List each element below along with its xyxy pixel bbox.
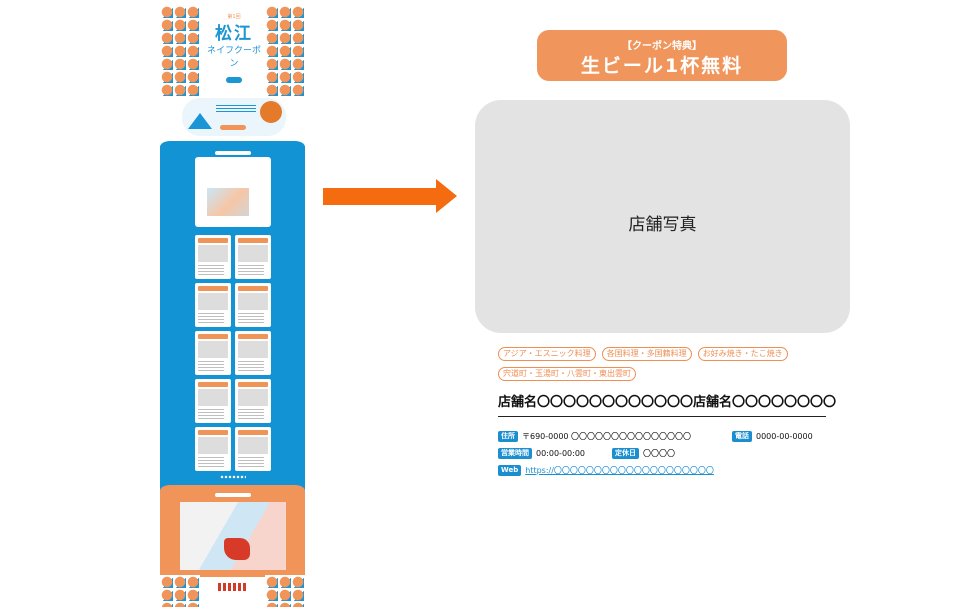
shop-card-header: [238, 382, 268, 387]
shop-card-header: [198, 430, 228, 435]
holiday-label: 定休日: [612, 447, 639, 459]
logo-title: 松江: [215, 24, 253, 44]
logo-prefix: 第1回: [227, 14, 241, 20]
shop-card-text: [198, 265, 224, 275]
shop-photo-placeholder: 店舗写真: [475, 100, 850, 333]
web-label: Web: [498, 464, 522, 476]
area-map-image: [207, 188, 249, 216]
shop-card[interactable]: [235, 427, 271, 471]
shop-card[interactable]: [195, 379, 231, 423]
shop-map[interactable]: [180, 502, 286, 570]
address-label: 住所: [498, 430, 518, 442]
shop-card-photo: [238, 341, 268, 358]
tag-genre[interactable]: お好み焼き・たこ焼き: [697, 347, 788, 361]
arrow-right-icon: [323, 188, 439, 205]
coupon-title: 生ビール1杯無料: [580, 55, 744, 77]
phone-value: 0000-00-0000: [756, 431, 813, 441]
shop-card-photo: [238, 437, 268, 454]
genre-tags: アジア・エスニック料理 各国料理・多国籍料理 お好み焼き・たこ焼き: [498, 347, 858, 361]
shop-card[interactable]: [235, 331, 271, 375]
footer-logo: [218, 583, 248, 591]
tag-area[interactable]: 宍道町・玉湯町・八雲町・東出雲町: [498, 367, 636, 381]
shop-card-header: [238, 430, 268, 435]
hours-label: 営業時間: [498, 447, 532, 459]
shop-card-header: [238, 238, 268, 243]
tag-genre[interactable]: アジア・エスニック料理: [498, 347, 596, 361]
shop-card-photo: [198, 437, 228, 454]
tag-genre[interactable]: 各国料理・多国籍料理: [601, 347, 692, 361]
shop-card-header: [238, 334, 268, 339]
shop-card-header: [198, 238, 228, 243]
shop-card-photo: [198, 341, 228, 358]
pattern-bottom-left: [160, 575, 200, 607]
shop-card[interactable]: [195, 331, 231, 375]
shop-card-header: [198, 334, 228, 339]
coupon-subtitle: 【クーポン特典】: [622, 41, 702, 52]
shop-card-text: [198, 457, 224, 467]
info-row-hours: 営業時間 00:00-00:00 定休日 〇〇〇〇: [498, 447, 679, 459]
shop-card[interactable]: [235, 235, 271, 279]
shop-list-title: [215, 151, 251, 155]
intro-button[interactable]: [220, 125, 246, 130]
intro-text-lines: [216, 105, 256, 113]
address-value: 〒690-0000 〇〇〇〇〇〇〇〇〇〇〇〇〇〇〇: [522, 431, 692, 441]
shop-card-text: [238, 313, 264, 323]
pagination-dots[interactable]: [220, 475, 246, 479]
divider: [498, 416, 826, 417]
shop-card-text: [198, 409, 224, 419]
shop-card-text: [198, 313, 224, 323]
shop-card-text: [238, 361, 264, 371]
web-link[interactable]: https://〇〇〇〇〇〇〇〇〇〇〇〇〇〇〇〇〇〇〇〇: [525, 465, 714, 475]
shop-card-text: [238, 265, 264, 275]
info-row-web: Web https://〇〇〇〇〇〇〇〇〇〇〇〇〇〇〇〇〇〇〇〇: [498, 464, 718, 476]
arrow-head-icon: [436, 179, 457, 213]
pattern-right: [265, 5, 305, 97]
shop-name: 店舗名〇〇〇〇〇〇〇〇〇〇〇〇店舗名〇〇〇〇〇〇〇〇: [498, 395, 837, 410]
info-row-address: 住所 〒690-0000 〇〇〇〇〇〇〇〇〇〇〇〇〇〇〇 電話 0000-00-…: [498, 430, 817, 442]
phone-label: 電話: [732, 430, 752, 442]
shop-card-text: [238, 457, 264, 467]
shop-card-photo: [198, 389, 228, 406]
map-highlight-area: [224, 538, 250, 560]
logo-subtitle: ネイフクーポン: [206, 46, 261, 69]
shop-card-photo: [198, 293, 228, 310]
holiday-value: 〇〇〇〇: [643, 448, 675, 458]
shop-card[interactable]: [235, 379, 271, 423]
map-section-title: [215, 493, 251, 497]
page-overview-thumbnail: 第1回 松江 ネイフクーポン: [160, 5, 305, 607]
shop-card-header: [198, 382, 228, 387]
shop-card-photo: [238, 293, 268, 310]
coupon-banner: 【クーポン特典】 生ビール1杯無料: [537, 30, 787, 81]
shop-card-photo: [198, 245, 228, 262]
shop-card-text: [238, 409, 264, 419]
shop-card[interactable]: [195, 427, 231, 471]
shop-card[interactable]: [195, 235, 231, 279]
shop-card-text: [198, 361, 224, 371]
shop-card-photo: [238, 389, 268, 406]
shop-card[interactable]: [235, 283, 271, 327]
hours-value: 00:00-00:00: [536, 448, 585, 458]
pattern-bottom-right: [265, 575, 305, 607]
shop-card[interactable]: [195, 283, 231, 327]
shop-card-header: [198, 286, 228, 291]
shop-card-header: [238, 286, 268, 291]
shop-photo-label: 店舗写真: [628, 215, 697, 235]
logo-mark: [226, 77, 242, 83]
area-tags: 宍道町・玉湯町・八雲町・東出雲町: [498, 367, 858, 381]
shop-card-photo: [238, 245, 268, 262]
pattern-left: [160, 5, 200, 97]
sunset-photo: [260, 101, 282, 123]
mountain-icon: [188, 113, 212, 129]
